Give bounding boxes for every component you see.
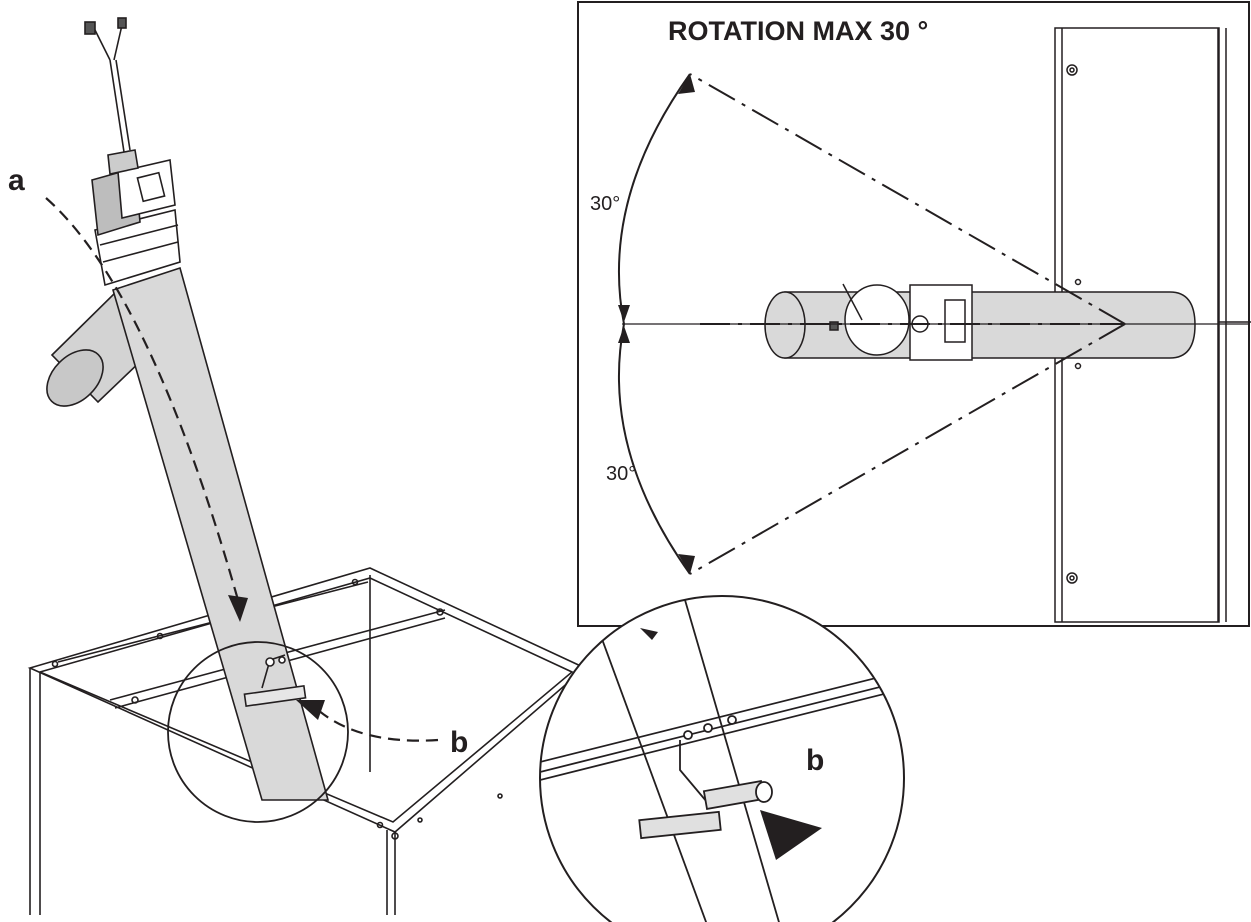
auger-tube <box>112 266 330 801</box>
motor-block <box>91 149 181 287</box>
detail-callout-circle <box>167 641 349 823</box>
cable <box>84 17 131 153</box>
angle-upper-label: 30° <box>590 193 620 215</box>
label-b: b <box>450 726 468 759</box>
tube-clip <box>243 654 307 708</box>
angle-lower-label: 30° <box>606 463 636 485</box>
detail-zoom <box>539 595 905 922</box>
rotation-panel: ROTATION MAX 30 ° 30° 30° <box>577 1 1251 627</box>
arrow-a <box>45 197 248 622</box>
left-assembly <box>46 17 330 801</box>
arrow-b <box>296 700 439 742</box>
label-a: a <box>8 164 25 197</box>
label-b-detail: b <box>806 744 824 777</box>
angle-rays <box>689 73 1126 575</box>
angle-arcs <box>618 73 695 575</box>
rotation-title: ROTATION MAX 30 ° <box>668 16 928 46</box>
rotation-tube <box>764 283 1196 361</box>
